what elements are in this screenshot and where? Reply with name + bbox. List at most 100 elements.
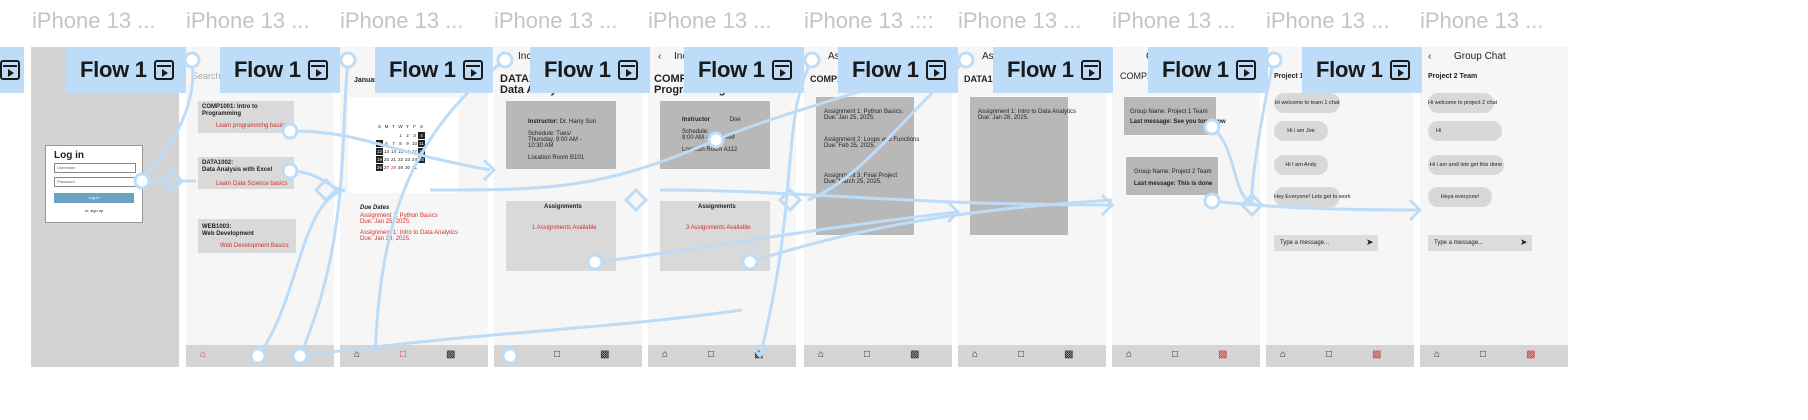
home-icon[interactable]: ⌂: [818, 349, 825, 360]
courses-frame[interactable]: Search COMP1001: Intro to Programming Le…: [186, 47, 334, 367]
flow-pill-0[interactable]: [0, 47, 24, 93]
assignments-comp-frame[interactable]: As COMP10 Assignment 1: Python Basics. D…: [804, 47, 952, 367]
calendar-day[interactable]: 5: [376, 140, 383, 147]
send-icon[interactable]: ➤: [1520, 237, 1528, 247]
chat-icon[interactable]: ▩: [446, 349, 456, 360]
signup-link[interactable]: or, sign up: [84, 208, 104, 213]
calendar-day[interactable]: 15: [397, 149, 403, 154]
course-link[interactable]: Learn Data Science basics: [216, 181, 288, 187]
username-field[interactable]: Username: [54, 163, 136, 173]
chat-icon[interactable]: ▩: [754, 349, 764, 360]
flow-pill-1[interactable]: Flow 1: [66, 47, 186, 93]
calendar-day[interactable]: 18: [418, 148, 425, 155]
groups-frame[interactable]: C COMP10 Group Name: Project 1 Team Last…: [1112, 47, 1260, 367]
frame-label-4[interactable]: iPhone 13 ...: [494, 8, 618, 33]
flow-pill-8[interactable]: Flow 1: [1148, 47, 1268, 93]
flow-pill-7[interactable]: Flow 1: [993, 47, 1113, 93]
course-comp-frame[interactable]: ‹ Inc COMP10 Programming Instructor Doe …: [648, 47, 796, 367]
calendar-day[interactable]: 29: [397, 165, 403, 170]
calendar-day[interactable]: 31: [411, 165, 417, 170]
chat-icon[interactable]: ▩: [910, 349, 920, 360]
calendar-day[interactable]: 28: [390, 165, 396, 170]
home-icon[interactable]: ⌂: [508, 349, 515, 360]
home-icon[interactable]: ⌂: [1434, 349, 1441, 360]
book-icon[interactable]: □: [1018, 349, 1025, 360]
calendar-day[interactable]: 19: [376, 156, 383, 163]
frame-label-7[interactable]: iPhone 13 ...: [958, 8, 1082, 33]
assignments-card[interactable]: Assignments 1 Assignments Available: [506, 201, 616, 271]
calendar-day[interactable]: 21: [390, 157, 396, 162]
home-icon[interactable]: ⌂: [1126, 349, 1133, 360]
frame-label-5[interactable]: iPhone 13 ...: [648, 8, 772, 33]
calendar-day[interactable]: 20: [383, 157, 389, 162]
calendar-day[interactable]: 14: [390, 149, 396, 154]
frame-label-3[interactable]: iPhone 13 ...: [340, 8, 464, 33]
calendar-day[interactable]: 9: [406, 141, 409, 146]
group-card-1[interactable]: Group Name: Project 1 Team Last message:…: [1124, 97, 1226, 135]
assignment-item[interactable]: Assignment 1: Intro to Data Analytics: [978, 109, 1077, 115]
chat-icon[interactable]: ▩: [1526, 349, 1536, 360]
frame-label-8[interactable]: iPhone 13 ...: [1112, 8, 1236, 33]
assignments-link[interactable]: 3 Assignments Available: [686, 225, 751, 231]
calendar-day[interactable]: 4: [418, 132, 425, 139]
flow-pill-5[interactable]: Flow 1: [684, 47, 804, 93]
book-icon[interactable]: □: [1326, 349, 1333, 360]
calendar-day[interactable]: 27: [383, 165, 389, 170]
frame-label-10[interactable]: iPhone 13 ...: [1420, 8, 1544, 33]
assignments-link[interactable]: 1 Assignments Available: [532, 225, 597, 231]
calendar-day[interactable]: 25: [418, 156, 425, 163]
book-icon[interactable]: □: [554, 349, 561, 360]
home-icon[interactable]: ⌂: [662, 349, 669, 360]
calendar-day[interactable]: 10: [411, 141, 417, 146]
calendar-day[interactable]: 13: [383, 149, 389, 154]
calendar-day[interactable]: 12: [376, 148, 383, 155]
calendar-day[interactable]: 1: [399, 133, 402, 138]
course-link[interactable]: Learn programming basics: [216, 123, 288, 129]
calendar-day[interactable]: 30: [404, 165, 410, 170]
flow-pill-6[interactable]: Flow 1: [838, 47, 958, 93]
chat1-frame[interactable]: C Project 1 Hi welcome to team 1 chat Hi…: [1266, 47, 1414, 367]
assignments-data-frame[interactable]: As DATA10 Assignment 1: Intro to Data An…: [958, 47, 1106, 367]
calendar-day[interactable]: 2: [406, 133, 409, 138]
calendar-day[interactable]: 6: [385, 141, 388, 146]
course-data-frame[interactable]: Inc DATA10 Data Analysis with Excel Inst…: [494, 47, 642, 367]
frame-label-2[interactable]: iPhone 13 ...: [186, 8, 310, 33]
chat-icon[interactable]: ▩: [600, 349, 610, 360]
course-link[interactable]: Web Development Basics: [220, 243, 289, 249]
group-card-2[interactable]: Group Name: Project 2 Team Last message:…: [1126, 157, 1218, 195]
frame-label-9[interactable]: iPhone 13 ...: [1266, 8, 1390, 33]
course-card-web1003[interactable]: WEB1003: Web Development Web Development…: [198, 219, 296, 253]
chat-icon[interactable]: ▩: [1064, 349, 1074, 360]
home-icon[interactable]: ⌂: [200, 349, 207, 360]
calendar-day[interactable]: 3: [413, 133, 416, 138]
login-frame[interactable]: Log in Username Password Log in or, sign…: [31, 47, 179, 367]
send-icon[interactable]: ➤: [1366, 237, 1374, 247]
calendar-day[interactable]: 11: [418, 140, 425, 147]
flow-pill-2[interactable]: Flow 1: [220, 47, 340, 93]
book-icon[interactable]: □: [1480, 349, 1487, 360]
calendar-day[interactable]: 17: [411, 149, 417, 154]
calendar-day[interactable]: 22: [397, 157, 403, 162]
chat-icon[interactable]: ▩: [1218, 349, 1228, 360]
book-icon[interactable]: □: [1172, 349, 1179, 360]
course-card-data1002[interactable]: DATA1002: Data Analysis with Excel Learn…: [198, 157, 294, 189]
home-icon[interactable]: ⌂: [354, 349, 361, 360]
calendar-day[interactable]: 26: [376, 164, 383, 171]
password-field[interactable]: Password: [54, 177, 136, 187]
frame-label-6[interactable]: iPhone 13 .:::: [804, 8, 934, 33]
flow-pill-4[interactable]: Flow 1: [530, 47, 650, 93]
message-input[interactable]: Type a message...: [1274, 235, 1378, 251]
course-card-comp1001[interactable]: COMP1001: Intro to Programming Learn pro…: [198, 101, 294, 133]
book-icon[interactable]: □: [400, 349, 407, 360]
chat-icon[interactable]: ▩: [1372, 349, 1382, 360]
search-input[interactable]: Search: [192, 71, 221, 81]
flow-pill-3[interactable]: Flow 1: [375, 47, 493, 93]
back-chevron-icon[interactable]: ‹: [1428, 51, 1432, 62]
back-chevron-icon[interactable]: ‹: [658, 51, 662, 62]
flow-pill-9[interactable]: Flow 1: [1302, 47, 1422, 93]
book-icon[interactable]: □: [708, 349, 715, 360]
book-icon[interactable]: □: [864, 349, 871, 360]
calendar-day[interactable]: 24: [411, 157, 417, 162]
calendar-day[interactable]: 8: [399, 141, 402, 146]
